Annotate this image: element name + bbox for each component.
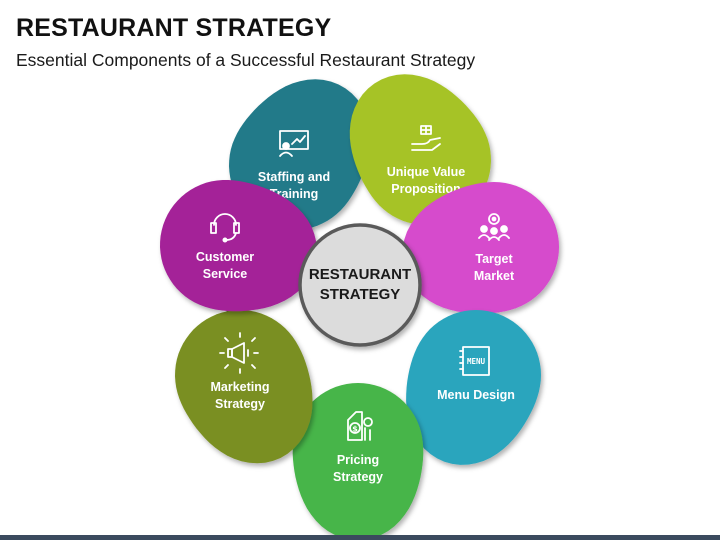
petal-label-line: Staffing and: [258, 170, 330, 184]
petal-shape-customer: [160, 180, 317, 312]
target-audience-icon: [478, 213, 510, 241]
bottom-bar: [0, 535, 720, 540]
center-label-line: STRATEGY: [320, 286, 401, 303]
petal-shape-marketing: [175, 310, 313, 464]
price-tag-icon: $: [347, 411, 373, 441]
headset-icon: [210, 213, 240, 243]
center-circle: RESTAURANT STRATEGY: [298, 223, 422, 347]
petal-label-line: Market: [474, 269, 515, 283]
petal-label-line: Menu Design: [437, 388, 515, 402]
petal-label-line: Customer: [196, 250, 254, 264]
center-circle-shape: [298, 223, 422, 347]
petal-label-line: Service: [203, 267, 248, 281]
petal-shape-target: [402, 182, 559, 314]
center-label-line: RESTAURANT: [309, 266, 411, 283]
center-label: RESTAURANT STRATEGY: [309, 266, 411, 303]
petal-label-menu: Menu Design: [437, 388, 515, 402]
petal-menu: MENU Menu Design: [406, 310, 541, 465]
petal-label-line: Proposition: [391, 182, 460, 196]
hand-gift-icon: [411, 125, 441, 151]
petal-label-line: Marketing: [210, 380, 269, 394]
page-subtitle: Essential Components of a Successful Res…: [16, 50, 476, 70]
menu-book-icon: MENU: [459, 346, 490, 376]
megaphone-icon: [219, 332, 259, 374]
page-title: RESTAURANT STRATEGY: [16, 14, 332, 42]
petal-shape-menu: [406, 310, 541, 465]
petal-label-line: Target: [475, 252, 513, 266]
petal-label-line: Pricing: [337, 453, 379, 467]
petal-label-line: Strategy: [215, 397, 265, 411]
petal-shape-pricing: [292, 383, 424, 540]
petal-label-line: Unique Value: [387, 165, 466, 179]
svg-text:MENU: MENU: [467, 357, 486, 366]
svg-text:$: $: [352, 425, 358, 434]
presentation-chart-icon: [279, 130, 309, 157]
petal-label-line: Strategy: [333, 470, 383, 484]
